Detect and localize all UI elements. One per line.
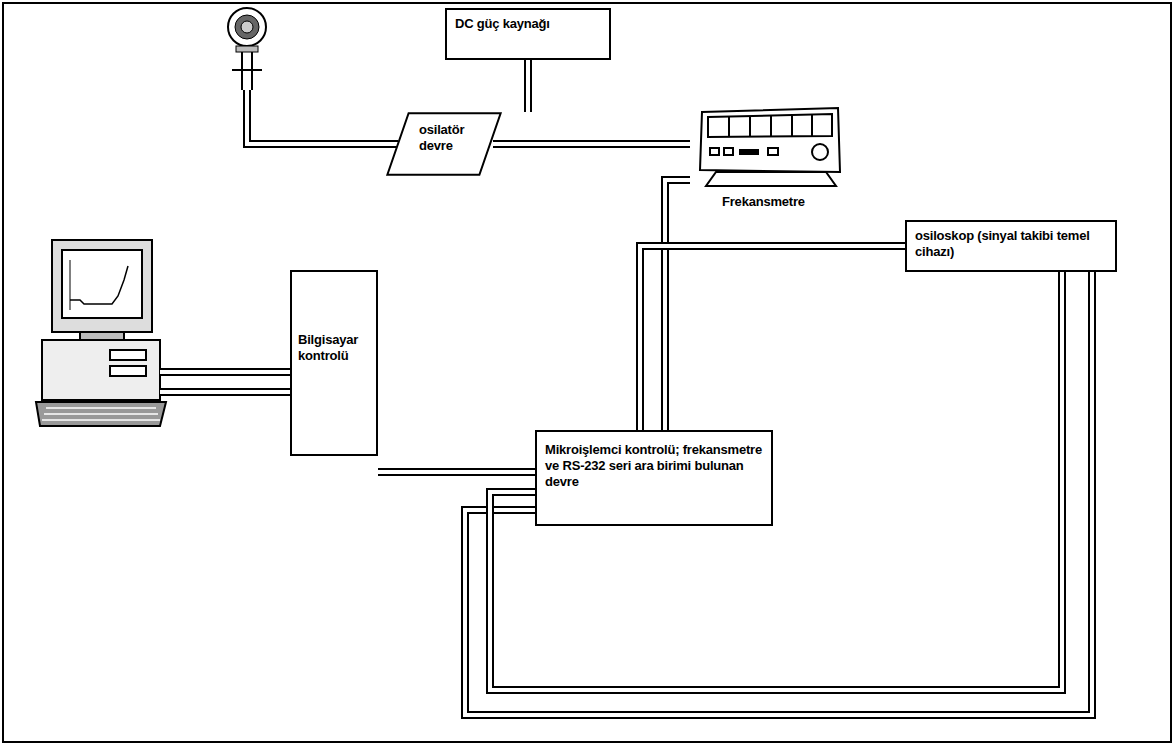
double-line-connector [640, 246, 905, 430]
computer-control-box: Bilgisayar kontrolü [290, 270, 378, 456]
oscillator-parallelogram: osilatör devre [385, 112, 503, 176]
frequency-meter: Frekansmetre [690, 104, 850, 218]
double-line-connector [528, 60, 529, 112]
connector-stroke [493, 142, 690, 146]
connector-stroke [490, 272, 1062, 690]
connector-stroke [640, 246, 905, 430]
oscilloscope-box: osiloskop (sinyal takibi temel cihazı) [905, 220, 1117, 272]
frame [3, 3, 1171, 742]
connector-stroke [490, 272, 1062, 690]
connector-stroke [378, 468, 535, 476]
connector-stroke [493, 140, 690, 148]
double-line-connector [378, 472, 535, 473]
node-label: osilatör devre [419, 122, 485, 154]
double-line-connector [465, 272, 1092, 715]
connector-stroke [526, 60, 530, 112]
connector-stroke [465, 272, 1092, 715]
node-label: Mikroişlemci kontrolü; frekansmetre ve R… [545, 442, 763, 490]
sensor-icon [228, 8, 266, 90]
double-line-connector [490, 272, 1062, 690]
computer-icon [36, 240, 166, 426]
node-label: DC güç kaynağı [455, 16, 601, 32]
microprocessor-box: Mikroişlemci kontrolü; frekansmetre ve R… [535, 430, 773, 526]
computer-wire [160, 372, 291, 392]
connector-stroke [378, 470, 535, 474]
node-label: Bilgisayar kontrolü [298, 332, 370, 364]
connector-stroke [640, 246, 905, 430]
connector-stroke [524, 60, 532, 112]
power-box: DC güç kaynağı [445, 8, 611, 60]
frequency-meter-icon [700, 108, 840, 186]
node-label: Frekansmetre [722, 194, 850, 210]
double-line-connector [665, 180, 690, 430]
connector-stroke [665, 180, 690, 430]
connector-stroke [665, 180, 690, 430]
sensor-wire [247, 90, 398, 144]
node-label: osiloskop (sinyal takibi temel cihazı) [915, 228, 1107, 260]
double-line-connector [493, 144, 690, 145]
connector-stroke [465, 272, 1092, 715]
